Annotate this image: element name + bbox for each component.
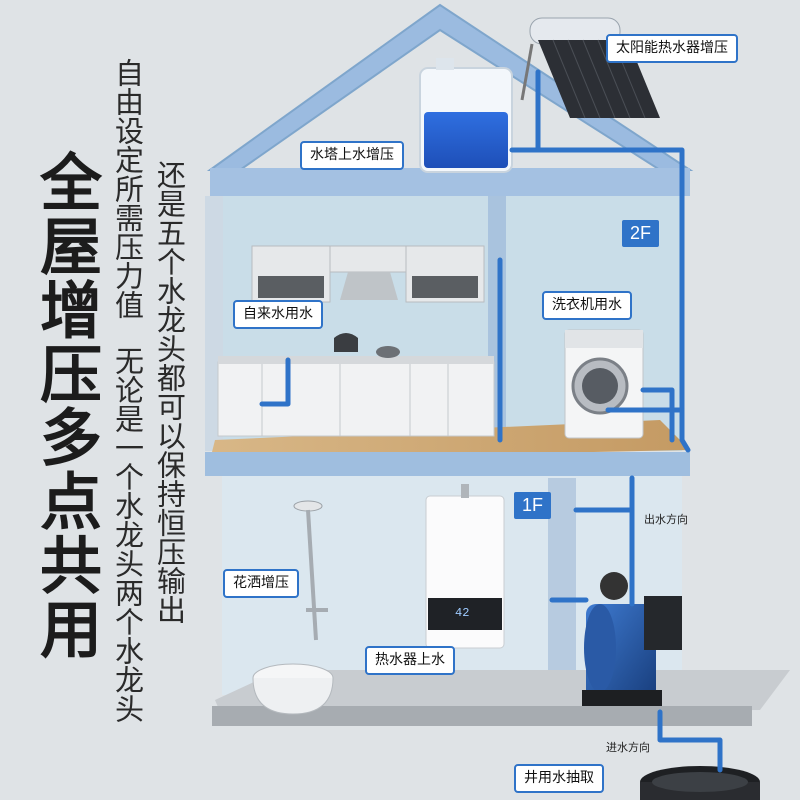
heater-display-value: 42	[455, 606, 469, 620]
label-tap-water: 自来水用水	[233, 300, 323, 329]
roof	[206, 3, 694, 196]
lower-floor-slab	[212, 706, 752, 726]
label-water-tower: 水塔上水增压	[300, 141, 404, 170]
water-heater	[425, 484, 505, 649]
label-solar-heater: 太阳能热水器增压	[606, 34, 738, 63]
washing-machine	[564, 329, 644, 439]
headline-col-2: 多点共用	[29, 405, 102, 661]
upper-floor-slab	[205, 452, 690, 476]
shower	[293, 500, 328, 641]
label-water-heater: 热水器上水	[365, 646, 455, 675]
inlet-direction-note: 进水方向	[606, 741, 650, 754]
floor-tag-1f: 1F	[514, 492, 552, 519]
kitchen-cabinets	[217, 245, 495, 437]
floor-tag-2f: 2F	[622, 220, 660, 247]
label-well-water: 井用水抽取	[514, 764, 604, 793]
outlet-direction-note: 出水方向	[644, 513, 688, 526]
solar-heater	[520, 17, 660, 119]
well	[640, 766, 760, 800]
description-col-c: 还是五个水龙头都可以保持恒压输出	[152, 160, 187, 624]
description-col-a: 自由设定所需压力值	[110, 58, 145, 319]
label-shower: 花洒增压	[223, 569, 299, 598]
booster-pump	[582, 572, 682, 706]
headline-col-1: 全屋增压	[29, 150, 102, 406]
description-col-b: 无论是一个水龙头两个水龙头	[110, 346, 145, 723]
pipes	[259, 69, 723, 773]
bathtub	[252, 663, 334, 715]
lower-column	[548, 478, 576, 693]
label-washing-machine: 洗衣机用水	[542, 291, 632, 320]
water-tower-tank	[419, 58, 513, 173]
